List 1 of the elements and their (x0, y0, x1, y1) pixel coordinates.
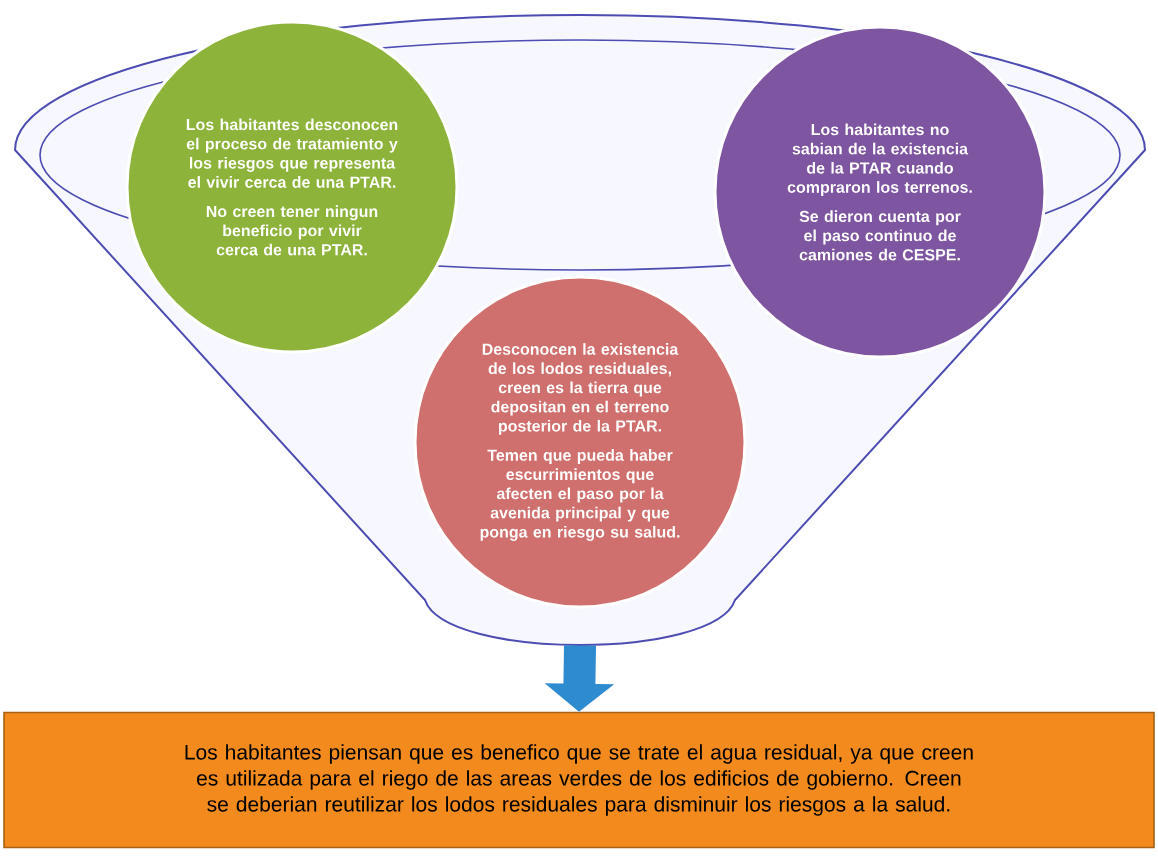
conclusion-box: Los habitantes piensan que es benefico que se trate el agua residual, ya que creen es utilizada para el riego de las areas verdes de los edificios de gobierno. Creen se deberian reutilizar los lodos residuales para disminuir los riesgos a la salud. (3, 711, 1155, 849)
